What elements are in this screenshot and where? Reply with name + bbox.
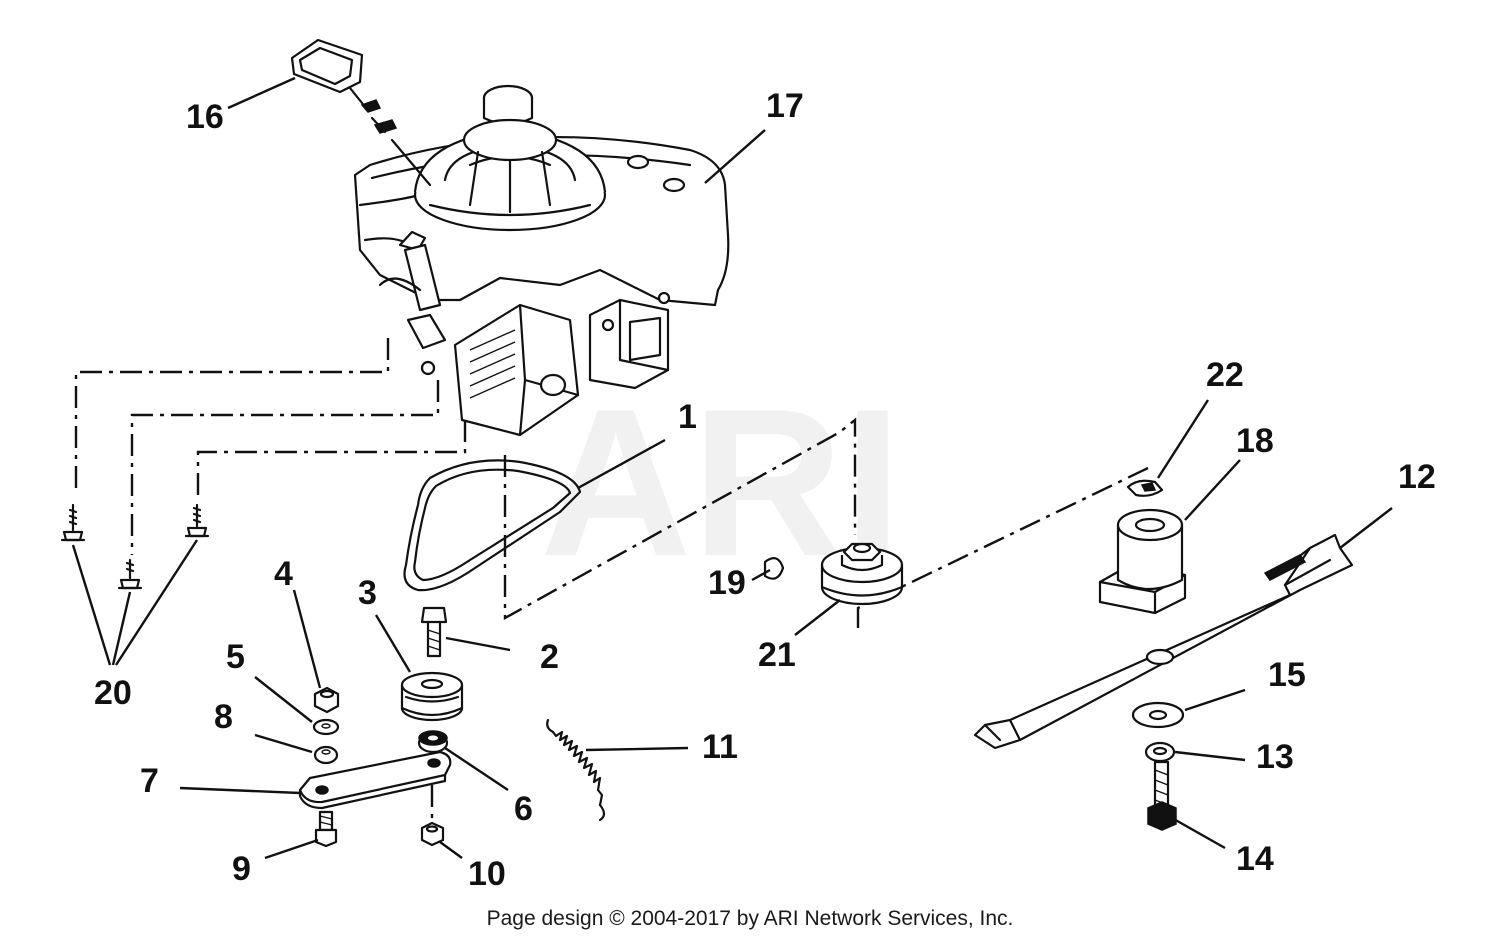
bolt-2	[420, 606, 448, 658]
washer-5	[312, 718, 340, 736]
callout-6: 6	[514, 790, 533, 828]
callout-20: 20	[94, 674, 132, 712]
nut-10	[420, 821, 445, 847]
callout-2: 2	[540, 638, 559, 676]
callout-9: 9	[232, 850, 251, 888]
callout-11: 11	[702, 728, 738, 766]
callout-17: 17	[766, 87, 804, 125]
key-19	[763, 557, 785, 580]
idler-bracket-7	[298, 750, 452, 810]
callout-15: 15	[1268, 656, 1306, 694]
callout-14: 14	[1236, 840, 1274, 878]
assembly-dash-lines	[74, 338, 1149, 820]
callout-4: 4	[274, 555, 293, 593]
callout-1: 1	[678, 398, 697, 436]
engine-pulley-21	[820, 542, 904, 606]
washer-15	[1131, 701, 1185, 729]
starter-pull-handle	[290, 38, 432, 187]
leader-lines	[71, 76, 1393, 860]
idler-pulley-3	[400, 671, 464, 722]
blade-adapter-18	[1098, 508, 1187, 615]
mower-blade-12	[973, 533, 1354, 750]
belt	[403, 459, 582, 592]
callout-10: 10	[468, 855, 506, 893]
callout-18: 18	[1236, 422, 1274, 460]
washer-6	[417, 730, 449, 754]
washer-8	[313, 745, 339, 765]
mounting-screws	[60, 503, 210, 590]
callout-16: 16	[186, 98, 224, 136]
screw-c	[184, 503, 210, 538]
callout-13: 13	[1256, 738, 1294, 776]
screw-a	[60, 503, 86, 542]
blade-bolt-14	[1147, 760, 1177, 831]
screw-b	[117, 558, 143, 590]
spring-11	[546, 718, 606, 822]
key-22	[1126, 479, 1164, 497]
callout-12: 12	[1398, 458, 1436, 496]
callout-5: 5	[226, 638, 245, 676]
callout-3: 3	[358, 574, 377, 612]
copyright-footer: Page design © 2004-2017 by ARI Network S…	[487, 907, 1014, 930]
bolt-9	[314, 810, 338, 848]
callout-21: 21	[758, 636, 796, 674]
nut-4	[313, 686, 340, 714]
callout-22: 22	[1206, 356, 1244, 394]
lock-washer-13	[1144, 741, 1176, 763]
callout-8: 8	[214, 698, 233, 736]
callout-19: 19	[708, 564, 746, 602]
engine-illustration	[353, 84, 730, 437]
callout-7: 7	[140, 762, 159, 800]
